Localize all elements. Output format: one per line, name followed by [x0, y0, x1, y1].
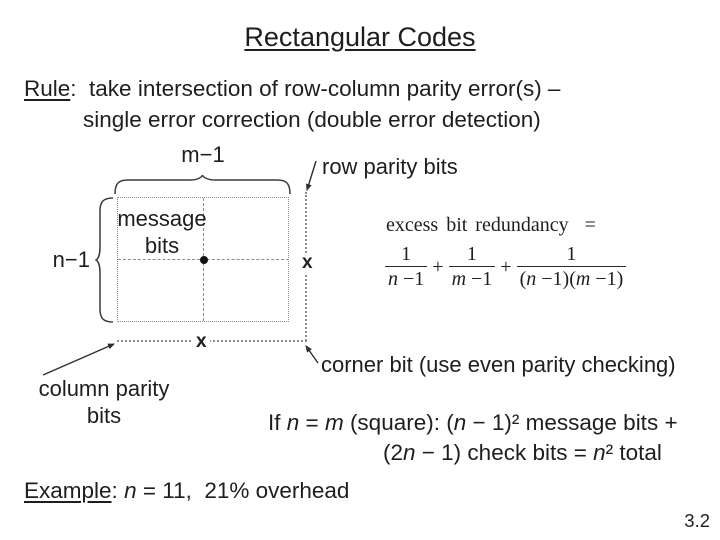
page-title: Rectangular Codes: [244, 22, 476, 52]
n-minus-1-label: n−1: [52, 247, 90, 272]
row-parity-arrow-icon: [305, 160, 317, 191]
fraction-2-denominator: m −1: [448, 266, 496, 291]
plus-sign-2: +: [500, 256, 512, 278]
example-text: : n = 11, 21% overhead: [111, 478, 350, 503]
if-square-line-1: If n = m (square): (n − 1)² message bits…: [268, 410, 678, 435]
column-parity-line: [117, 340, 307, 342]
example-line: Example: n = 11, 21% overhead: [24, 478, 349, 504]
redundancy-formula: 1 n −1 + 1 m −1 + 1 (n −1)(m −1): [385, 243, 627, 291]
rule-line-2: single error correction (double error de…: [83, 107, 541, 132]
rule-label: Rule: [24, 76, 71, 101]
fraction-2: 1 m −1: [448, 243, 496, 291]
m-minus-1-label: m−1: [181, 142, 225, 167]
column-parity-arrow-icon: [42, 343, 115, 376]
fraction-2-numerator: 1: [466, 243, 477, 265]
rule-line-1: Rule: take intersection of row-column pa…: [24, 76, 560, 102]
fraction-3-denominator: (n −1)(m −1): [516, 266, 627, 291]
plus-sign-1: +: [432, 256, 444, 278]
column-parity-label: column parity bits: [38, 376, 170, 428]
left-brace: [95, 197, 114, 323]
fraction-1: 1 n −1: [385, 243, 428, 291]
if-square-line-2: (2n − 1) check bits = n² total: [383, 440, 662, 465]
row-parity-label: row parity bits: [322, 154, 458, 179]
fraction-1-numerator: 1: [401, 243, 412, 265]
fraction-1-denominator: n −1: [385, 266, 428, 291]
corner-bit-arrow-icon: [305, 345, 319, 364]
corner-bit-label: corner bit (use even parity checking): [321, 352, 676, 377]
center-dot: [200, 256, 208, 264]
fraction-3-numerator: 1: [566, 243, 577, 265]
rule-line-1-text: : take intersection of row-column parity…: [70, 76, 561, 101]
formula-intro: excess bit redundancy =: [386, 214, 596, 236]
page-number: 3.2: [684, 510, 710, 531]
row-parity-x-mark: x: [299, 253, 316, 273]
column-parity-x-mark: x: [193, 332, 210, 352]
example-label: Example: [24, 478, 112, 503]
top-brace: [114, 174, 291, 195]
message-bits-label: message bits: [117, 206, 207, 258]
fraction-3: 1 (n −1)(m −1): [516, 243, 627, 291]
